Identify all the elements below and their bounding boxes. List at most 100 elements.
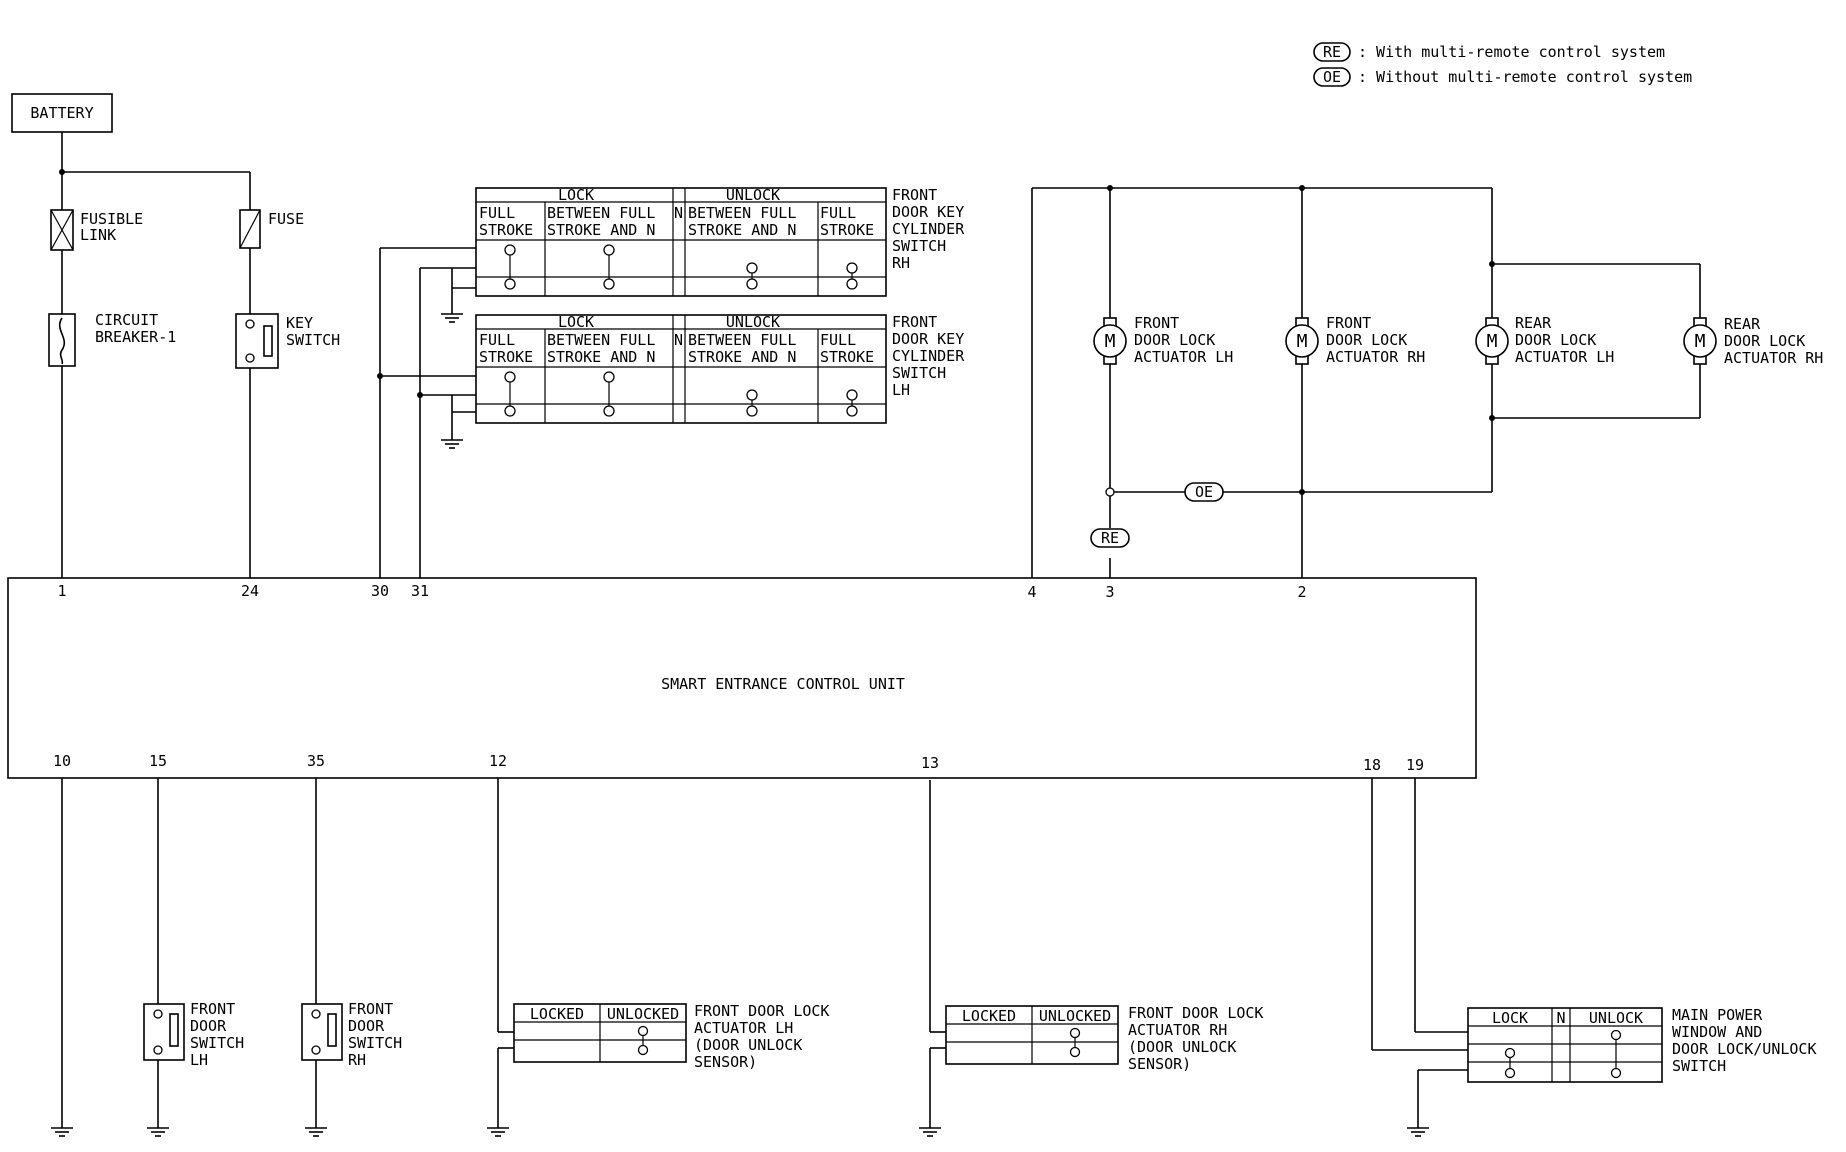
main-switch-label: MAIN POWER [1672, 1006, 1763, 1024]
actuator-label: REAR [1515, 314, 1552, 332]
rh-n: N [674, 204, 683, 222]
lh-lock-header: LOCK [558, 313, 594, 331]
door-switch-lh-label: LH [190, 1051, 208, 1069]
lh-full-3: FULL [820, 331, 856, 349]
motor-symbol: M [1297, 331, 1308, 352]
lh-between-1: BETWEEN FULL [547, 331, 655, 349]
door-unlock-sensor-lh: LOCKED UNLOCKED FRONT DOOR LOCK ACTUATOR… [486, 778, 829, 1137]
lh-between-4: STROKE AND N [688, 348, 796, 366]
rh-name-2: DOOR KEY [892, 203, 964, 221]
front-door-lock-actuator-lh-motor-icon: M [1093, 317, 1127, 365]
rh-lock-header: LOCK [558, 186, 594, 204]
circuit-breaker-label-1: CIRCUIT [95, 311, 158, 329]
actuator-label: ACTUATOR LH [1134, 348, 1233, 366]
actuator-label: ACTUATOR LH [1515, 348, 1614, 366]
front-door-lock-actuator-rh-motor-icon: M [1285, 317, 1319, 365]
lh-full-4: STROKE [820, 348, 874, 366]
sensor-rh-locked: LOCKED [962, 1007, 1016, 1025]
main-switch-label: DOOR LOCK/UNLOCK [1672, 1040, 1817, 1058]
lh-full-2: STROKE [479, 348, 533, 366]
re-tag [1090, 528, 1130, 548]
pin-label: 30 [371, 582, 389, 600]
key-cylinder-switch-rh: LOCK UNLOCK FULL STROKE BETWEEN FULL STR… [380, 186, 965, 323]
circuit-breaker-icon [48, 313, 76, 367]
main-switch-label: WINDOW AND [1672, 1023, 1762, 1041]
lh-name-1: FRONT [892, 313, 937, 331]
rh-between-2: STROKE AND N [547, 221, 655, 239]
actuator-label: DOOR LOCK [1134, 331, 1215, 349]
sensor-lh-label: ACTUATOR LH [694, 1019, 793, 1037]
sensor-lh-label: (DOOR UNLOCK [694, 1036, 802, 1054]
main-switch-n: N [1556, 1009, 1565, 1027]
rh-name-5: RH [892, 254, 910, 272]
battery-label: BATTERY [30, 104, 93, 122]
sensor-lh-unlocked: UNLOCKED [607, 1005, 679, 1023]
pin-label: 12 [489, 752, 507, 770]
lh-full-1: FULL [479, 331, 515, 349]
lh-name-4: SWITCH [892, 364, 946, 382]
main-switch-unlock: UNLOCK [1589, 1009, 1643, 1027]
lh-name-2: DOOR KEY [892, 330, 964, 348]
motor-symbol: M [1695, 331, 1706, 352]
sensor-rh-label: FRONT DOOR LOCK [1128, 1004, 1263, 1022]
rh-between-1: BETWEEN FULL [547, 204, 655, 222]
smart-entrance-control-unit: SMART ENTRANCE CONTROL UNIT 1 24 30 31 4… [7, 577, 1477, 779]
pin-label: 15 [149, 752, 167, 770]
rh-unlock-header: UNLOCK [726, 186, 780, 204]
pin-label: 24 [241, 582, 259, 600]
rh-full-1: FULL [479, 204, 515, 222]
rh-full-2: STROKE [479, 221, 533, 239]
control-unit-label: SMART ENTRANCE CONTROL UNIT [661, 675, 905, 693]
legend-re-code: RE [1323, 43, 1341, 61]
fusible-link-label-2: LINK [80, 226, 116, 244]
fuse-label: FUSE [268, 210, 304, 228]
pin-label: 19 [1406, 756, 1424, 774]
main-power-window-switch: LOCK N UNLOCK MAIN POWER WINDOW AND DOOR… [1371, 778, 1817, 1137]
pin-label: 18 [1363, 756, 1381, 774]
battery-section: BATTERY FUSIBLE LINK CIRCUIT BREAKER-1 F… [11, 93, 340, 578]
actuator-label: FRONT [1134, 314, 1179, 332]
sensor-rh-label: SENSOR) [1128, 1055, 1191, 1073]
rh-between-4: STROKE AND N [688, 221, 796, 239]
pin-label: 13 [921, 754, 939, 772]
door-switch-lh-label: SWITCH [190, 1034, 244, 1052]
motor-symbol: M [1487, 331, 1498, 352]
legend-re-text: : With multi-remote control system [1358, 43, 1665, 61]
pin-label: 2 [1297, 583, 1306, 601]
pin-label: 3 [1105, 583, 1114, 601]
main-switch-lock: LOCK [1492, 1009, 1528, 1027]
door-switch-lh-label: DOOR [190, 1017, 227, 1035]
actuator-label: DOOR LOCK [1724, 332, 1805, 350]
pin-label: 10 [53, 752, 71, 770]
lh-n: N [674, 331, 683, 349]
rh-full-4: STROKE [820, 221, 874, 239]
sensor-lh-label: FRONT DOOR LOCK [694, 1002, 829, 1020]
rh-name-4: SWITCH [892, 237, 946, 255]
sensor-rh-label: ACTUATOR RH [1128, 1021, 1227, 1039]
actuator-label: ACTUATOR RH [1326, 348, 1425, 366]
sensor-lh-locked: LOCKED [530, 1005, 584, 1023]
actuator-network: M M M M FRONT DOOR LOCK ACTUATOR LH FRON… [1031, 185, 1823, 578]
actuator-label: DOOR LOCK [1326, 331, 1407, 349]
rear-door-lock-actuator-lh-motor-icon: M [1475, 317, 1509, 365]
key-switch-label-2: SWITCH [286, 331, 340, 349]
front-door-switch-rh: FRONT DOOR SWITCH RH [301, 778, 402, 1137]
re-tag-label: RE [1101, 529, 1119, 547]
key-cylinder-switch-lh: LOCK UNLOCK FULL STROKE BETWEEN FULL STR… [380, 313, 965, 449]
door-switch-rh-label: RH [348, 1051, 366, 1069]
rh-name-3: CYLINDER [892, 220, 965, 238]
fusible-link-label-1: FUSIBLE [80, 210, 143, 228]
legend-oe-code: OE [1323, 68, 1341, 86]
door-switch-lh-label: FRONT [190, 1000, 235, 1018]
rear-door-lock-actuator-rh-motor-icon: M [1683, 317, 1717, 365]
legend-oe-text: : Without multi-remote control system [1358, 68, 1692, 86]
key-switch-label-1: KEY [286, 314, 313, 332]
sensor-rh-label: (DOOR UNLOCK [1128, 1038, 1236, 1056]
pin-label: 1 [57, 582, 66, 600]
pin-label: 4 [1027, 583, 1036, 601]
front-door-switch-lh: FRONT DOOR SWITCH LH [143, 778, 244, 1137]
door-switch-rh-label: SWITCH [348, 1034, 402, 1052]
legend: RE : With multi-remote control system OE… [1313, 42, 1692, 87]
lh-name-3: CYLINDER [892, 347, 965, 365]
